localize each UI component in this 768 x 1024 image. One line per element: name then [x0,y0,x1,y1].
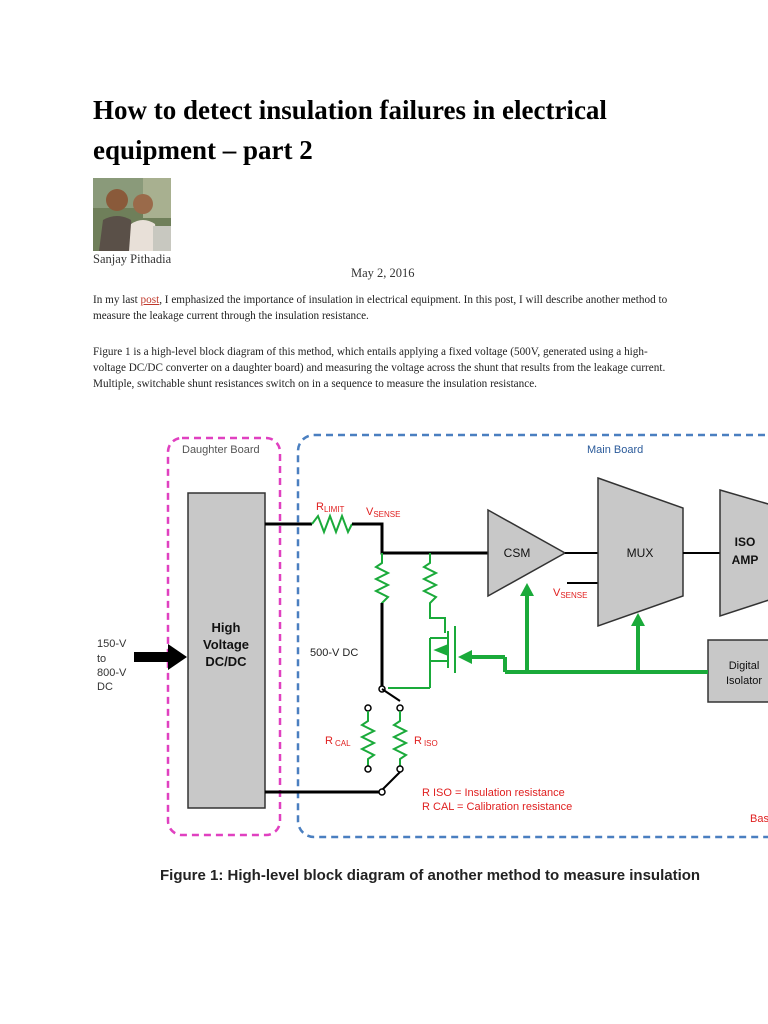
main-board-label: Main Board [587,444,643,456]
intro-text-start: In my last [93,294,141,306]
bus-arrow-csm [520,583,534,596]
input-voltage-line1: 150-V [97,638,127,650]
legend-r-cal: R CAL = Calibration resistance [422,801,572,813]
v-sense-label-mux: VSENSE [553,587,587,600]
input-voltage-line2: to [97,653,106,665]
input-voltage-line3: 800-V [97,667,127,679]
article-title: How to detect insulation failures in ele… [93,95,607,165]
hv-block-line1: High [212,620,241,635]
base-board-label: Bas [750,813,768,825]
mosfet-switch [388,626,456,689]
hv-block-line2: Voltage [203,637,249,652]
mux-block [597,476,684,628]
csm-label: CSM [504,546,531,560]
iso-amp-line2: AMP [732,553,759,567]
figure-description-paragraph: Figure 1 is a high-level block diagram o… [93,346,666,390]
dc-500-label: 500-V DC [310,647,358,659]
v-sense-label-top: VSENSE [366,506,400,519]
bus-arrow-mosfet [458,650,472,664]
main-board-outline [296,433,768,839]
iso-amp-line1: ISO [735,535,756,549]
intro-text-end: , I emphasized the importance of insulat… [93,294,668,322]
digital-isolator-block [707,639,768,703]
intro-paragraph: In my last post, I emphasized the import… [93,292,673,324]
block-diagram-figure: Daughter Board Main Board Bas 150-V to 8… [0,418,768,898]
publish-date: May 2, 2016 [351,266,415,280]
shunt-resistor-1 [373,553,391,686]
top-wire-right [352,522,488,555]
shunt-resistor-2 [421,553,446,633]
digital-isolator-line1: Digital [729,660,760,672]
control-bus [470,588,708,674]
high-voltage-dcdc-block [187,492,266,809]
daughter-board-label: Daughter Board [182,444,260,456]
r-limit-resistor [311,513,353,535]
mux-label: MUX [627,546,654,560]
digital-isolator-line2: Isolator [726,675,762,687]
hv-block-line3: DC/DC [205,654,247,669]
author-name: Sanjay Pithadia [93,252,172,266]
author-photo [93,178,171,251]
csm-amplifier [487,508,567,598]
bus-arrow-mux [631,613,645,626]
r-limit-label: RLIMIT [316,501,345,514]
daughter-board-outline [166,436,282,837]
legend-r-iso: R ISO = Insulation resistance [422,787,565,799]
calibration-switch-network [359,685,409,796]
iso-amp-block [719,489,768,618]
figure-caption: Figure 1: High-level block diagram of an… [160,867,701,884]
post-link[interactable]: post [140,294,160,306]
input-arrow [134,644,187,670]
input-voltage-line4: DC [97,681,113,693]
